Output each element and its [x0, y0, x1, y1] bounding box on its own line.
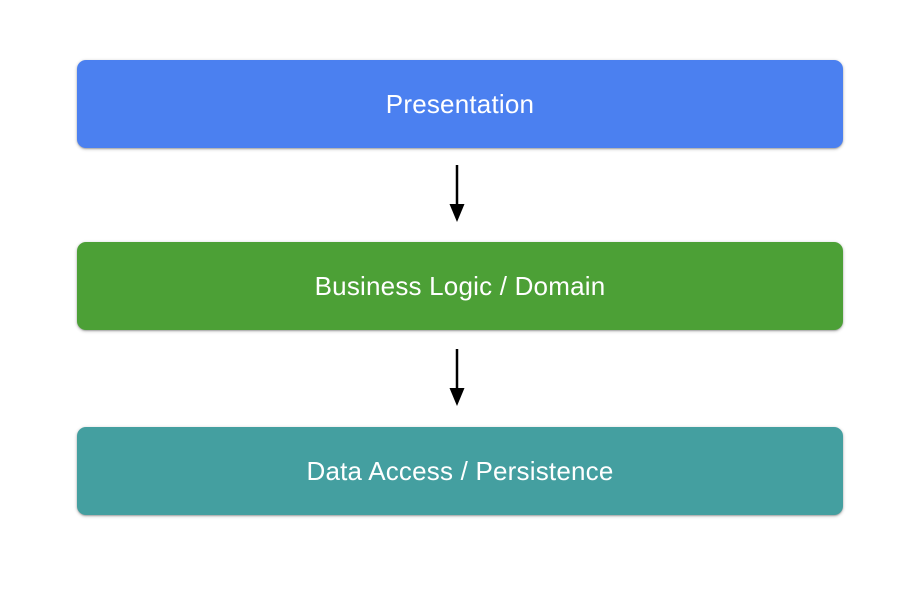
arrow-head: [449, 388, 465, 406]
layer-label-business-logic: Business Logic / Domain: [314, 271, 606, 301]
layer-label-data-access: Data Access / Persistence: [306, 456, 614, 486]
layer-box-business-logic: Business Logic / Domain: [77, 242, 843, 330]
flow-arrow-down-icon-2: [449, 349, 465, 406]
layer-box-data-access: Data Access / Persistence: [77, 427, 843, 515]
arrow-head: [449, 204, 465, 222]
layer-box-presentation: Presentation: [77, 60, 843, 148]
layer-label-presentation: Presentation: [385, 89, 535, 119]
flow-arrow-down-icon-1: [449, 165, 465, 222]
